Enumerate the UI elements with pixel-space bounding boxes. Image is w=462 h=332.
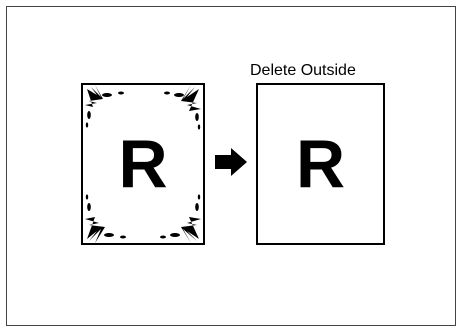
right-arrow-icon	[213, 146, 249, 178]
result-letter: R	[258, 130, 383, 198]
delete-outside-label: Delete Outside	[250, 62, 395, 80]
original-page: R	[81, 83, 205, 245]
original-letter: R	[83, 130, 203, 198]
result-page: R	[256, 83, 385, 245]
